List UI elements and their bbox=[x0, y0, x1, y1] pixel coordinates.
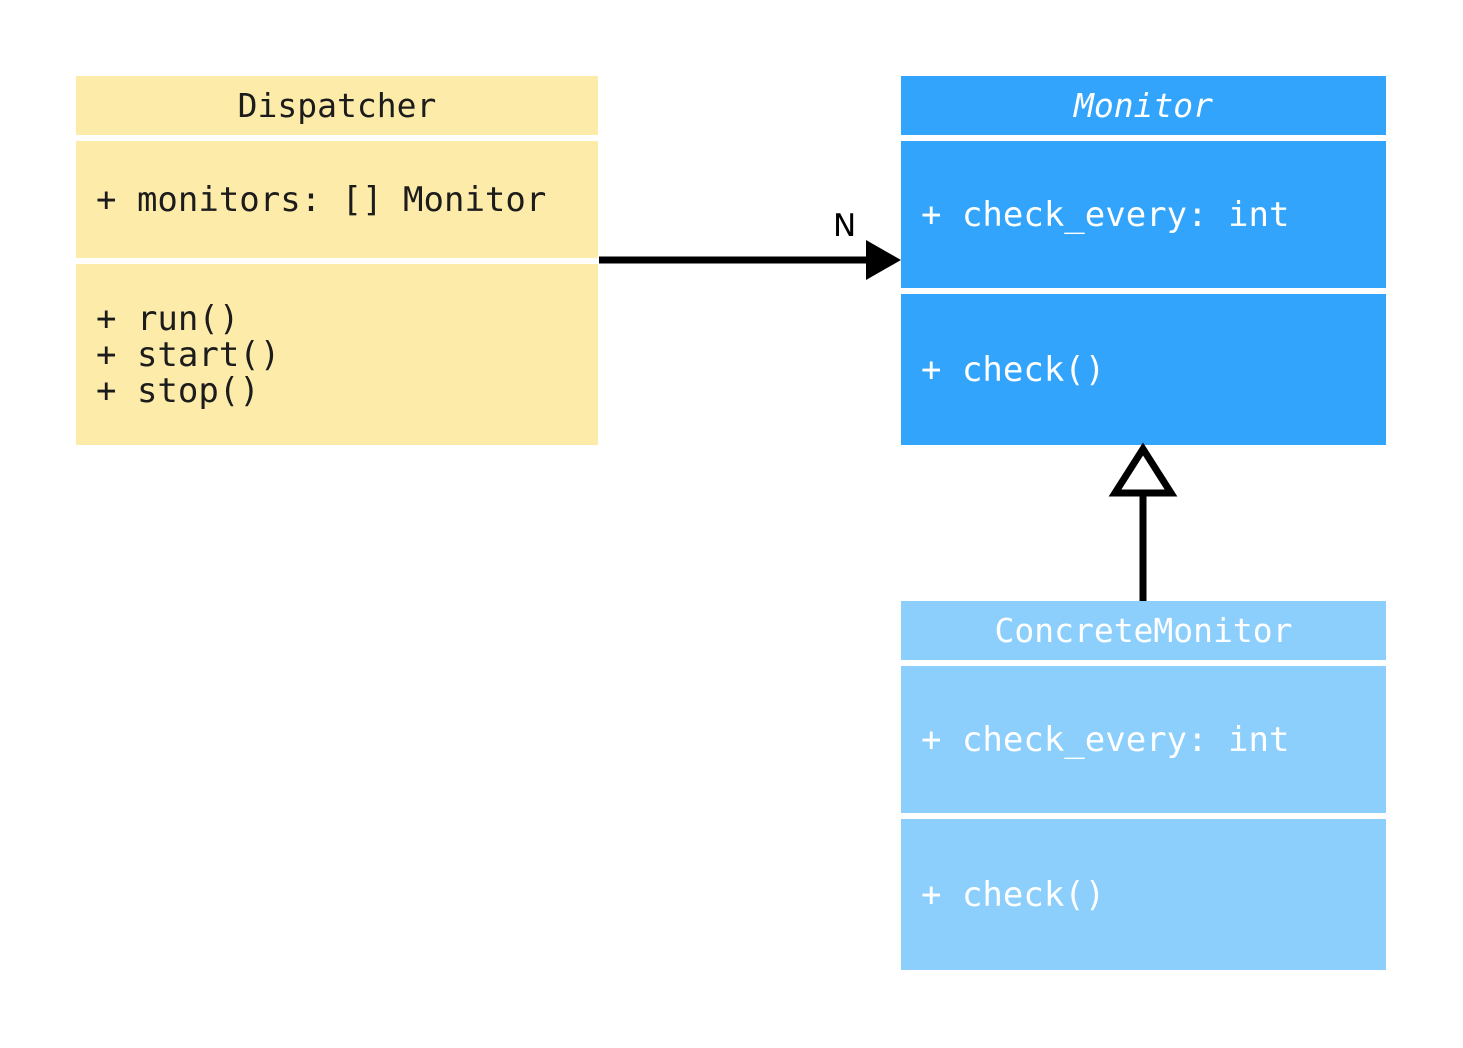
uml-class-monitor[interactable]: Monitor + check_every: int + check() bbox=[901, 76, 1386, 445]
class-attributes-concretemonitor: + check_every: int bbox=[901, 666, 1386, 813]
hollow-triangle-arrowhead-icon bbox=[1108, 442, 1178, 497]
class-title-monitor: Monitor bbox=[901, 76, 1386, 135]
uml-class-concretemonitor[interactable]: ConcreteMonitor + check_every: int + che… bbox=[901, 601, 1386, 970]
uml-class-dispatcher[interactable]: Dispatcher + monitors: [] Monitor + run(… bbox=[76, 76, 598, 445]
method-row: + check() bbox=[921, 349, 1106, 390]
filled-triangle-arrowhead-icon bbox=[866, 240, 901, 280]
class-attributes-dispatcher: + monitors: [] Monitor bbox=[76, 141, 598, 258]
class-title-dispatcher: Dispatcher bbox=[76, 76, 598, 135]
attribute-row: + check_every: int bbox=[921, 194, 1290, 235]
association-arrow-dispatcher-to-monitor bbox=[599, 240, 901, 280]
class-methods-concretemonitor: + check() bbox=[901, 819, 1386, 970]
class-attributes-monitor: + check_every: int bbox=[901, 141, 1386, 288]
class-title-concretemonitor: ConcreteMonitor bbox=[901, 601, 1386, 660]
method-row: + start() bbox=[96, 334, 281, 375]
attribute-row: + check_every: int bbox=[921, 719, 1290, 760]
method-row: + run() bbox=[96, 298, 240, 339]
class-methods-monitor: + check() bbox=[901, 294, 1386, 445]
method-row: + check() bbox=[921, 874, 1106, 915]
association-multiplicity-label: N bbox=[833, 208, 857, 244]
class-methods-dispatcher: + run() + start() + stop() bbox=[76, 264, 598, 445]
method-row: + stop() bbox=[96, 370, 260, 411]
attribute-row: + monitors: [] Monitor bbox=[96, 179, 547, 220]
generalization-arrow-concretemonitor-to-monitor bbox=[1108, 442, 1178, 601]
